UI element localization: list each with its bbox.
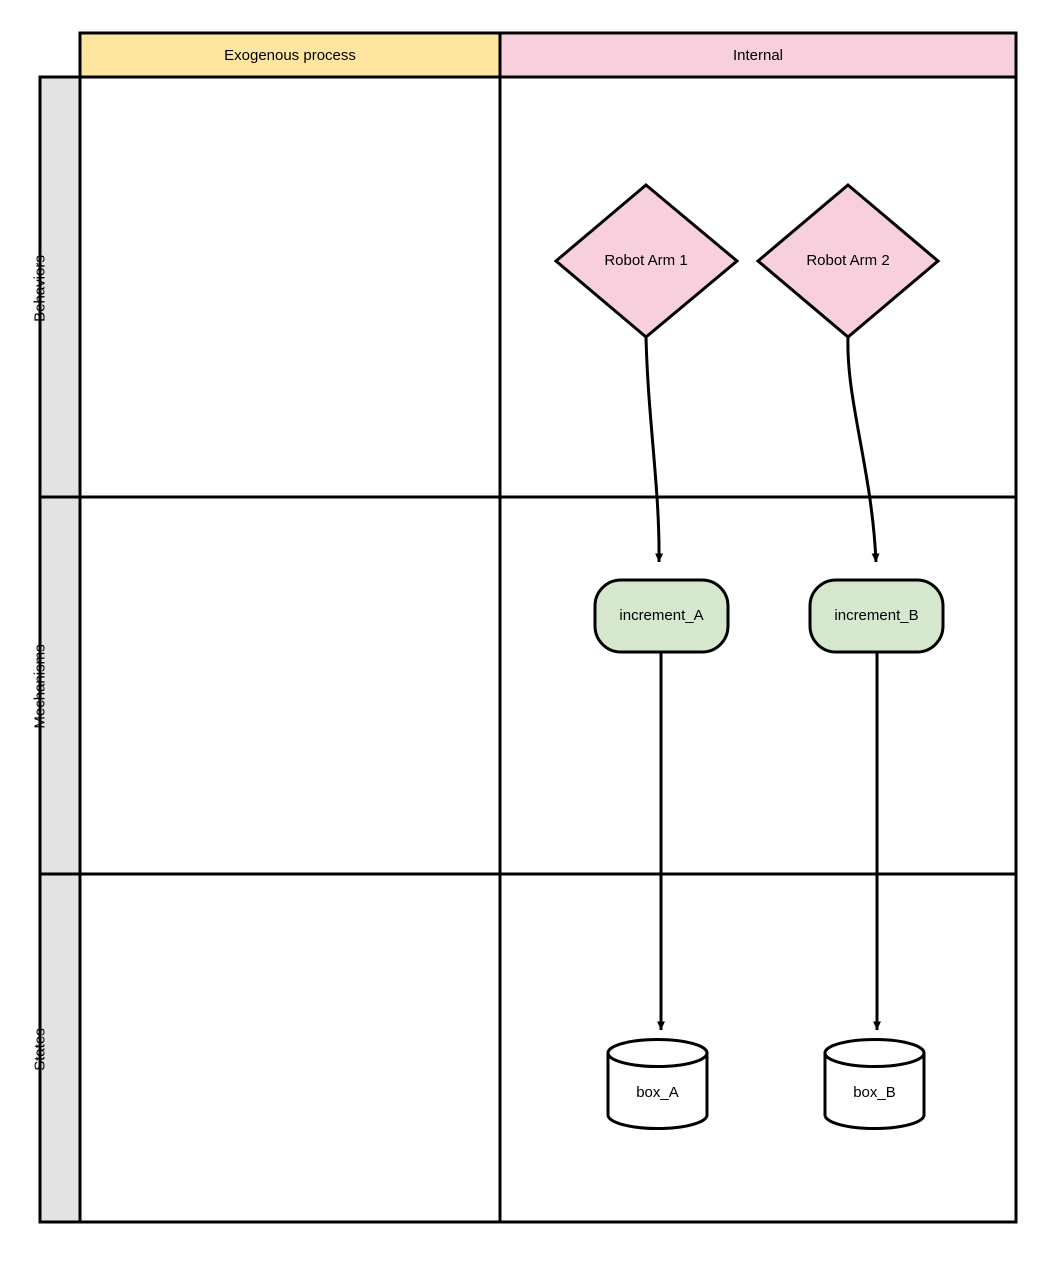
cell-states-internal xyxy=(498,872,1018,1224)
nodes-layer xyxy=(553,183,945,1130)
node-robot-arm-1-label: Robot Arm 1 xyxy=(604,252,688,269)
node-box-a-label: box_A xyxy=(636,1084,679,1101)
node-box-a-shape[interactable] xyxy=(606,1038,709,1130)
row-label-states-band xyxy=(38,872,82,1224)
edge-robotarm1-to-incrementa xyxy=(644,336,664,563)
column-header-internal-label: Internal xyxy=(732,47,784,64)
node-robot-arm-1-shape[interactable] xyxy=(553,183,740,339)
node-increment-b-label: increment_B xyxy=(834,607,919,624)
column-header-exogenous-label: Exogenous process xyxy=(224,47,356,64)
node-robot-arm-2-shape[interactable] xyxy=(755,183,941,339)
cell-behaviors-exogenous xyxy=(78,75,502,499)
node-increment-b-shape[interactable] xyxy=(808,578,945,654)
cell-behaviors-internal xyxy=(498,75,1018,499)
edge-robotarm2-to-incrementb xyxy=(846,336,880,563)
node-increment-a-label: increment_A xyxy=(619,607,704,624)
cell-mechanisms-internal xyxy=(498,495,1018,876)
edges-layer xyxy=(644,336,881,1031)
node-box-b-shape[interactable] xyxy=(823,1038,926,1130)
swimlane-grid xyxy=(38,31,1018,1224)
column-header-exogenous-band xyxy=(78,31,502,79)
cell-mechanisms-exogenous xyxy=(78,495,502,876)
row-label-mechanisms: Mechanisms xyxy=(31,644,49,729)
node-robot-arm-2-label: Robot Arm 2 xyxy=(806,252,890,269)
cell-states-exogenous xyxy=(78,872,502,1224)
node-increment-a-shape[interactable] xyxy=(593,578,730,654)
node-box-b-label: box_B xyxy=(853,1084,896,1101)
row-label-behaviors: Behaviors xyxy=(31,255,49,322)
row-label-states: States xyxy=(31,1028,49,1071)
